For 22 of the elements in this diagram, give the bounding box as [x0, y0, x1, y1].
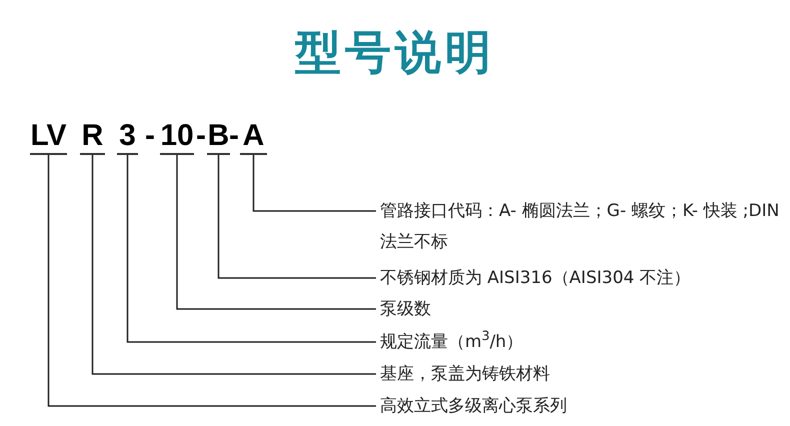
leader-line — [252, 155, 376, 212]
code-segment: R — [80, 118, 105, 155]
code-segment: LV — [30, 118, 67, 155]
separator-dash: - — [196, 118, 206, 153]
code-segment: 3 — [117, 118, 138, 155]
description-text: 不锈钢材质为 AISI316（AISI304 不注） — [380, 262, 785, 294]
leader-line — [92, 155, 376, 375]
leader-line — [218, 155, 376, 279]
separator-dash: - — [229, 118, 239, 153]
code-segment: A — [240, 118, 267, 155]
title: 型号说明 — [295, 24, 495, 81]
separator-dash: - — [145, 118, 155, 153]
code-segment: B — [207, 118, 230, 155]
code-segment: 10 — [160, 118, 194, 155]
description-text: 管路接口代码：A- 椭圆法兰；G- 螺纹；K- 快装 ;DIN 法兰不标 — [380, 196, 785, 258]
description-text: 规定流量（m$^{3}$/h） — [380, 326, 785, 358]
description-text: 泵级数 — [380, 294, 785, 324]
description-text: 高效立式多级离心泵系列 — [380, 390, 785, 422]
leader-line — [126, 155, 376, 343]
description-text: 基座，泵盖为铸铁材料 — [380, 358, 785, 390]
leader-line — [176, 155, 376, 310]
leader-line — [48, 155, 376, 407]
